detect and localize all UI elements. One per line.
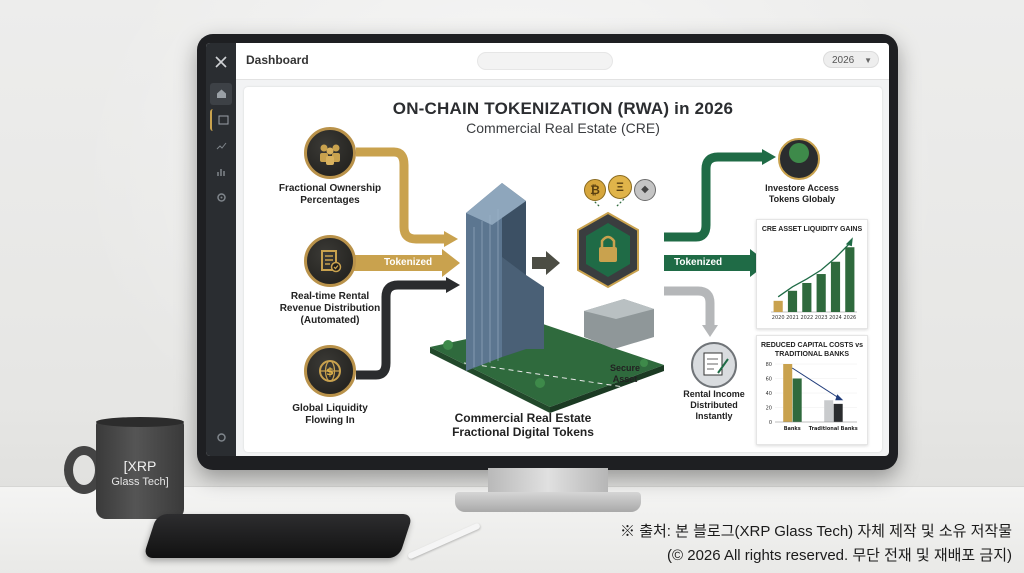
liquidity-bar-2022: [802, 282, 812, 312]
liquidity-label-line1: Global Liquidity: [292, 403, 368, 414]
capital-ytick-60: 60: [766, 377, 772, 383]
home-icon[interactable]: [210, 83, 232, 105]
rental-income-line2: Distributed: [690, 400, 738, 410]
ownership-label: Fractional Ownership Percentages: [270, 183, 390, 207]
capital-trend-line: [791, 367, 840, 399]
capital-ytick-80: 80: [766, 362, 772, 368]
capital-category-1: Traditional Banks: [809, 426, 858, 432]
globe-dollar-icon: $: [304, 345, 356, 397]
building-caption: Commercial Real Estate Fractional Digita…: [448, 411, 598, 439]
bitcoin-coin-icon: ₿: [584, 179, 606, 201]
liquidity-tick-2020: 2020: [772, 315, 785, 321]
ethereum-coin-icon: Ξ: [608, 175, 632, 199]
capital-trend-arrowhead: [835, 394, 844, 401]
capital-bar-1-1: [833, 403, 843, 422]
liquidity-tick-2023: 2023: [815, 315, 828, 321]
capital-ytick-0: 0: [769, 420, 772, 426]
capital-bar-1-0: [824, 400, 834, 422]
capital-ytick-20: 20: [766, 406, 772, 412]
secure-asset-line2: Asset: [612, 374, 638, 384]
tokenized-left-label: Tokenized: [384, 257, 433, 268]
infographic-title: ON-CHAIN TOKENIZATION (RWA) in 2026: [392, 99, 734, 118]
ownership-people-icon: [304, 127, 356, 179]
tablet: [142, 514, 414, 558]
liquidity-chart-title: CRE ASSET LIQUIDITY GAINS: [761, 226, 863, 233]
liquidity-bar-2021: [787, 290, 798, 312]
building-caption-line1: Commercial Real Estate: [454, 411, 592, 425]
capital-chart-title: REDUCED CAPITAL COSTS vs TRADITIONAL BAN…: [760, 342, 864, 358]
year-select[interactable]: 2026 ▼: [823, 51, 879, 68]
chart-icon[interactable]: [210, 135, 232, 157]
monitor-stand-neck: [488, 468, 608, 494]
liquidity-bar-2023: [816, 274, 826, 312]
investors-label: Investore Access Tokens Globaly: [754, 183, 850, 205]
liquidity-label-line2: Flowing In: [305, 415, 355, 426]
rental-label-line2: Revenue Distribution: [279, 303, 381, 314]
liquidity-tick-2026: 2026: [843, 315, 856, 321]
infographic-subtitle: Commercial Real Estate (CRE): [466, 120, 660, 136]
year-value: 2026: [832, 55, 855, 66]
top-bar: Dashboard 2026 ▼: [236, 43, 889, 80]
liquidity-tick-2024: 2024: [829, 315, 842, 321]
dashboard-title: Dashboard: [246, 53, 309, 67]
secure-asset-line1: Secure: [609, 363, 641, 373]
mug-text-line1: [XRP: [123, 458, 157, 474]
mug-text-line2: Glass Tech]: [111, 476, 169, 488]
mug: [96, 421, 184, 519]
rental-document-icon: [304, 235, 356, 287]
capital-bar-0-1: [792, 378, 802, 422]
liquidity-trend-arrowhead: [845, 237, 853, 247]
liquidity-tick-2021: 2021: [786, 315, 799, 321]
tokenized-right-label: Tokenized: [674, 257, 723, 268]
monitor-stand-foot: [455, 492, 641, 512]
settings-icon[interactable]: [210, 427, 232, 449]
copyright-caption-line1: ※ 출처: 본 블로그(XRP Glass Tech) 자체 제작 및 소유 저…: [620, 523, 1012, 540]
rental-label-line1: Real-time Rental: [290, 291, 370, 302]
screen: Dashboard 2026 ▼ ON-CHAIN TOKENIZATION (…: [206, 43, 889, 456]
gear-icon[interactable]: [210, 187, 232, 209]
capital-bar-0-0: [783, 364, 793, 422]
sidebar: [206, 43, 236, 456]
capital-ytick-40: 40: [766, 391, 772, 397]
rental-income-line1: Rental Income: [683, 389, 745, 399]
liquidity-trend-line: [777, 242, 851, 298]
capital-costs-chart: REDUCED CAPITAL COSTS vs TRADITIONAL BAN…: [756, 335, 868, 445]
rental-income-line3: Instantly: [695, 411, 733, 421]
ownership-label-line2: Percentages: [300, 195, 360, 206]
folder-icon[interactable]: [210, 109, 234, 131]
close-icon[interactable]: [210, 51, 232, 73]
bars-icon[interactable]: [210, 161, 232, 183]
investors-line2: Tokens Globaly: [768, 194, 836, 204]
mug-rim: [96, 417, 184, 427]
infographic-panel: ON-CHAIN TOKENIZATION (RWA) in 2026 Comm…: [244, 87, 882, 452]
building-caption-line2: Fractional Digital Tokens: [452, 425, 594, 439]
investors-line1: Investore Access: [765, 183, 839, 193]
rental-income-label: Rental Income Distributed Instantly: [674, 389, 754, 422]
monitor: Dashboard 2026 ▼ ON-CHAIN TOKENIZATION (…: [197, 34, 898, 470]
ownership-label-line1: Fractional Ownership: [278, 183, 382, 194]
liquidity-bar-2026: [845, 247, 855, 312]
liquidity-bar-2024: [830, 261, 841, 312]
liquidity-bar-2020: [773, 300, 783, 312]
copyright-caption-line2: (© 2026 All rights reserved. 무단 전재 및 재배포…: [667, 547, 1012, 564]
liquidity-tick-2022: 2022: [800, 315, 813, 321]
flow-arrows: [344, 138, 820, 413]
capital-category-0: Banks: [784, 426, 801, 432]
liquidity-label: Global Liquidity Flowing In: [270, 403, 390, 427]
crypto-coin-icon: ◆: [634, 179, 656, 201]
secure-asset-label: Secure Asset: [600, 363, 650, 385]
rental-label-line3: (Automated): [300, 315, 360, 326]
svg-text:$: $: [326, 365, 334, 378]
chevron-down-icon: ▼: [864, 56, 872, 65]
rental-label: Real-time Rental Revenue Distribution (A…: [264, 291, 396, 327]
search-input[interactable]: [477, 52, 613, 70]
